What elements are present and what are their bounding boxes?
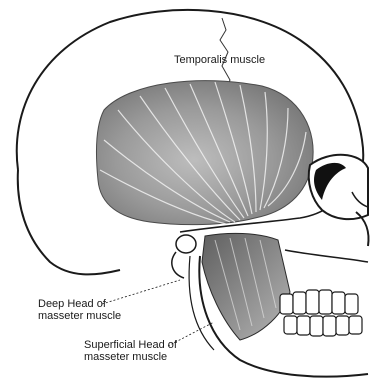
- ear-canal: [172, 252, 184, 278]
- deep-head-label-line1: Deep Head of: [38, 298, 121, 310]
- temporalis-muscle: [96, 81, 313, 225]
- teeth: [280, 290, 362, 336]
- temporalis-label: Temporalis muscle: [174, 54, 265, 66]
- superficial-head-label: Superficial Head of masseter muscle: [84, 339, 177, 363]
- masseter-muscle: [202, 233, 290, 340]
- deep-head-label-line2: masseter muscle: [38, 310, 121, 322]
- deep-head-label: Deep Head of masseter muscle: [38, 298, 121, 322]
- superficial-head-label-line2: masseter muscle: [84, 351, 177, 363]
- maxilla: [285, 250, 368, 262]
- mandibular-condyle: [176, 235, 196, 253]
- superficial-head-label-line1: Superficial Head of: [84, 339, 177, 351]
